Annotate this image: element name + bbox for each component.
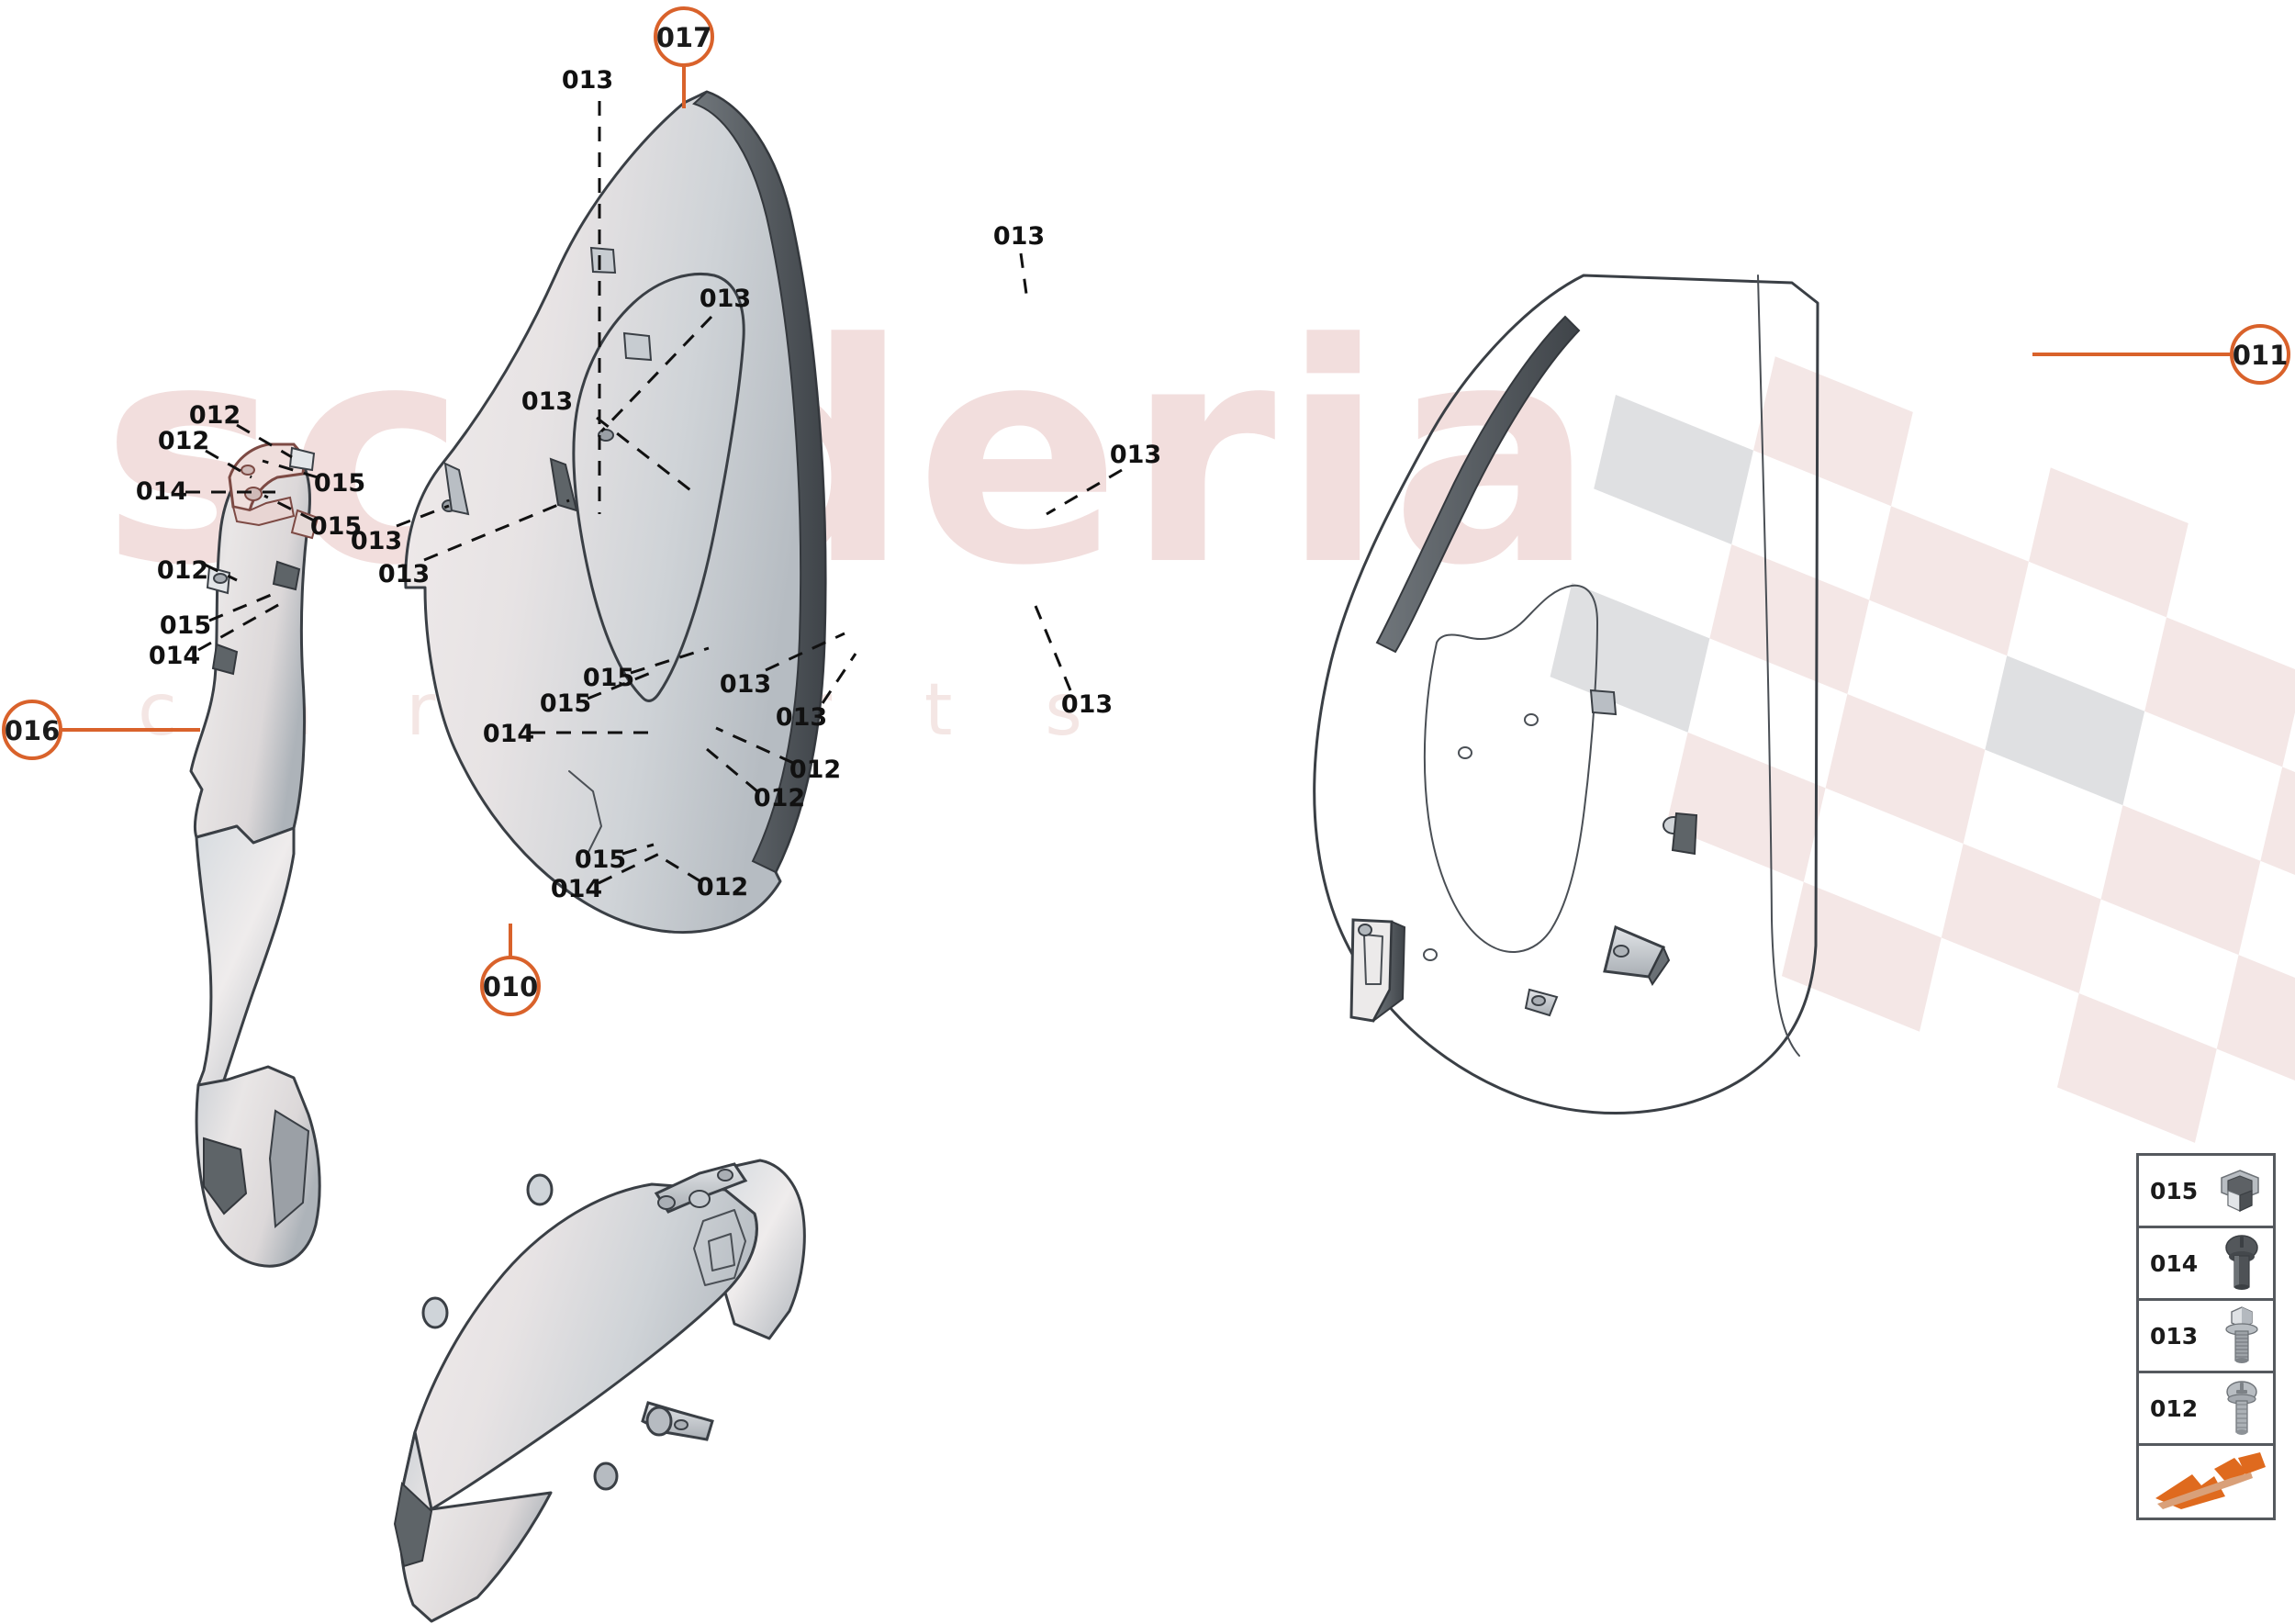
part-number-labels: 013 013 013 013 013 013 013 013 013 013 … <box>136 66 1161 903</box>
label-014: 014 <box>551 875 602 903</box>
part-011-outline-shell <box>1313 274 1819 1115</box>
label-012: 012 <box>158 427 209 455</box>
flange-nut-icon <box>2212 1156 2267 1226</box>
label-013: 013 <box>1110 441 1161 469</box>
label-013: 013 <box>521 387 573 416</box>
callout-017-label: 017 <box>656 22 712 53</box>
label-012: 012 <box>789 756 841 784</box>
label-013: 013 <box>351 527 402 555</box>
checkered-flag-watermark <box>1550 356 2295 1143</box>
label-012: 012 <box>157 556 208 585</box>
callout-016-label: 016 <box>5 715 61 746</box>
legend-row-015[interactable]: 015 <box>2139 1156 2273 1228</box>
part-010-duct <box>393 1159 806 1623</box>
label-014: 014 <box>136 477 187 506</box>
brand-arrow-logo-icon <box>2150 1446 2271 1518</box>
legend-row-014[interactable]: 014 <box>2139 1228 2273 1301</box>
label-013: 013 <box>1061 690 1113 719</box>
label-013: 013 <box>562 66 613 95</box>
callout-011-label: 011 <box>2233 340 2289 371</box>
legend-code-013: 013 <box>2150 1322 2199 1350</box>
legend-code-015: 015 <box>2150 1177 2199 1204</box>
legend-code-012: 012 <box>2150 1394 2199 1422</box>
label-013: 013 <box>720 670 771 699</box>
leader-lines <box>185 101 1123 885</box>
pan-head-screw-icon <box>2216 1373 2267 1443</box>
callout-017[interactable]: 017 <box>654 6 714 108</box>
label-015: 015 <box>575 846 626 874</box>
label-012: 012 <box>697 873 748 902</box>
label-015: 015 <box>583 664 634 692</box>
label-014: 014 <box>483 720 534 748</box>
label-014: 014 <box>149 642 200 670</box>
label-015: 015 <box>314 469 365 498</box>
callout-010[interactable]: 010 <box>480 924 541 1016</box>
part-016-duct <box>189 442 321 1268</box>
callout-016[interactable]: 016 <box>2 700 200 760</box>
label-015: 015 <box>310 512 362 541</box>
legend-row-013[interactable]: 013 <box>2139 1301 2273 1373</box>
legend-row-brand[interactable] <box>2139 1446 2273 1518</box>
label-013: 013 <box>700 285 751 313</box>
label-012: 012 <box>754 784 805 812</box>
label-012: 012 <box>189 401 241 430</box>
label-013: 013 <box>776 703 827 732</box>
label-015: 015 <box>540 689 591 718</box>
legend-row-012[interactable]: 012 <box>2139 1373 2273 1446</box>
button-head-bolt-icon <box>2216 1228 2267 1298</box>
fastener-legend: 015 014 <box>2136 1153 2276 1520</box>
callout-010-label: 010 <box>483 971 539 1002</box>
hex-flange-bolt-icon <box>2216 1301 2267 1371</box>
label-013: 013 <box>378 560 430 588</box>
part-017-shell <box>404 90 827 934</box>
label-015: 015 <box>160 611 211 640</box>
watermark-brand: scuderia <box>101 279 1601 632</box>
label-013: 013 <box>993 222 1045 251</box>
callout-011[interactable]: 011 <box>2032 324 2290 385</box>
legend-code-014: 014 <box>2150 1249 2199 1277</box>
